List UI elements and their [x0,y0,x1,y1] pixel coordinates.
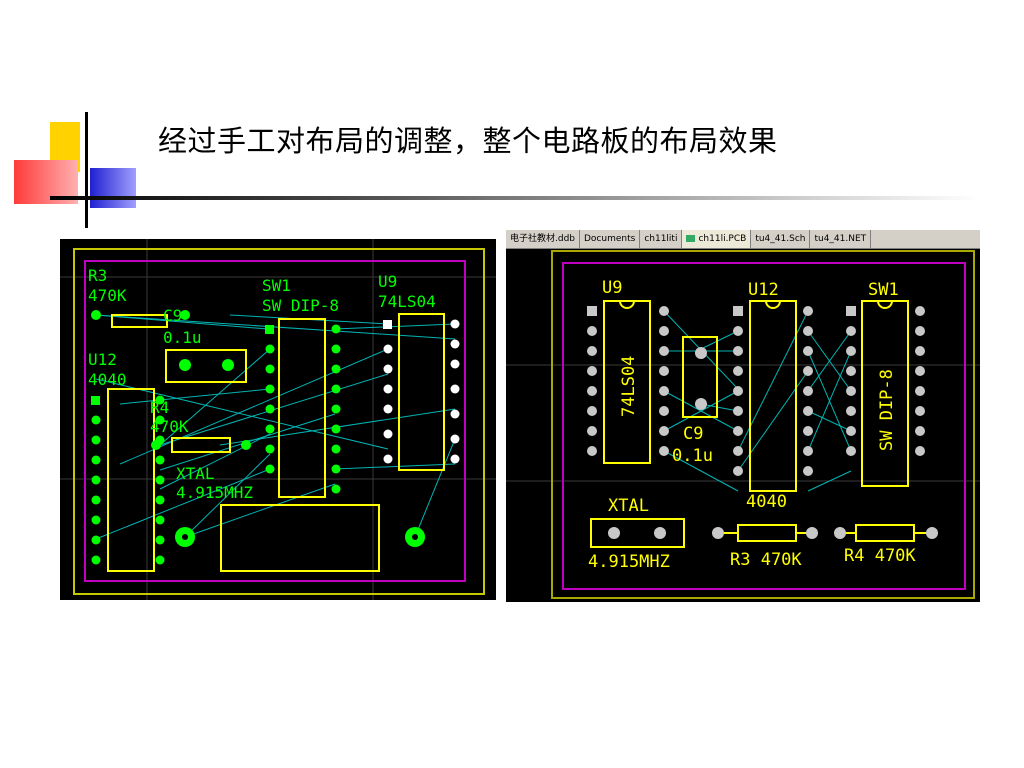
deco-vertical-line [85,112,88,228]
right-r4-label: R4 470K [844,546,916,566]
left-r3-val: 470K [88,286,127,305]
sw1-pads [265,324,341,494]
u12-body [749,300,797,492]
left-sw1-val: SW DIP-8 [262,296,339,315]
tab-pcb[interactable]: ch11li.PCB [682,230,752,248]
right-pcb-canvas: U9 U12 SW1 C9 0.1u 4040 XTAL 4.915MHZ R3… [506,250,980,599]
slide-title: 经过手工对布局的调整，整个电路板的布局效果 [158,124,778,158]
deco-blue-square [90,168,136,208]
left-u12-ref: U12 [88,350,117,369]
right-xtal-ref: XTAL [608,496,649,516]
board-outline [84,260,466,582]
keepout-outline [551,250,975,599]
grid-lines [506,364,980,482]
xtal-body [590,518,685,548]
right-u12-val: 4040 [746,492,787,512]
right-xtal-val: 4.915MHZ [588,552,670,572]
left-r4-val: 470K [150,417,189,436]
xtal-pads [175,527,425,547]
tab-net[interactable]: tu4_41.NET [810,230,872,248]
right-pcb-view[interactable]: U9 U12 SW1 C9 0.1u 4040 XTAL 4.915MHZ R3… [506,249,980,602]
xtal-body [220,504,380,572]
left-u9-val: 74LS04 [378,292,436,311]
left-c9-val: 0.1u [163,328,202,347]
board-outline [562,262,966,590]
right-u12-ref: U12 [748,280,779,300]
sw1-body [278,318,326,498]
left-pcb-view[interactable]: R3 470K C9 0.1u U12 4040 R4 470K XTAL 4.… [60,239,496,600]
sw1-body [861,300,909,487]
pcb-document-icon [686,235,696,242]
right-c9-ref: C9 [683,424,703,444]
right-sw1-val: SW DIP-8 [877,369,897,451]
left-pcb-canvas: R3 470K C9 0.1u U12 4040 R4 470K XTAL 4.… [60,239,496,600]
right-u9-ref: U9 [602,278,622,298]
right-u9-val: 74LS04 [619,356,639,417]
tab-documents[interactable]: Documents [580,230,641,248]
left-u12-val: 4040 [88,370,127,389]
document-tab-bar: 电子社教材.ddb Documents ch11liti ch11li.PCB … [506,230,980,249]
tab-ddb[interactable]: 电子社教材.ddb [506,230,580,248]
right-c9-val: 0.1u [672,446,713,466]
right-sw1-ref: SW1 [868,280,899,300]
left-xtal-val: 4.915MHZ [176,483,253,502]
tab-ch11liti[interactable]: ch11liti [640,230,683,248]
component-outlines [590,300,915,548]
deco-horizontal-rule [50,196,980,200]
ratsnest-lines [95,314,456,540]
left-pads [91,310,341,565]
left-r3-ref: R3 [88,266,107,285]
r4-body [171,437,231,453]
component-outlines [107,313,445,572]
left-r4-ref: R4 [150,398,169,417]
r4-body [855,524,915,542]
r3-body [111,314,168,328]
keepout-outline [73,248,485,595]
u9-body [398,313,445,471]
u9-body [603,300,651,464]
left-c9-ref: C9 [163,306,182,325]
u9-pads [383,319,460,464]
left-sw1-ref: SW1 [262,276,291,295]
left-u9-ref: U9 [378,272,397,291]
left-xtal-ref: XTAL [176,464,215,483]
u12-pads [91,395,165,565]
r3-body [737,524,797,542]
right-r3-label: R3 470K [730,550,802,570]
u12-body [107,388,155,572]
c9-body [682,336,718,418]
ic-notches [619,300,893,309]
c9-body [165,349,247,383]
tab-sch[interactable]: tu4_41.Sch [751,230,811,248]
right-pads [587,306,938,539]
